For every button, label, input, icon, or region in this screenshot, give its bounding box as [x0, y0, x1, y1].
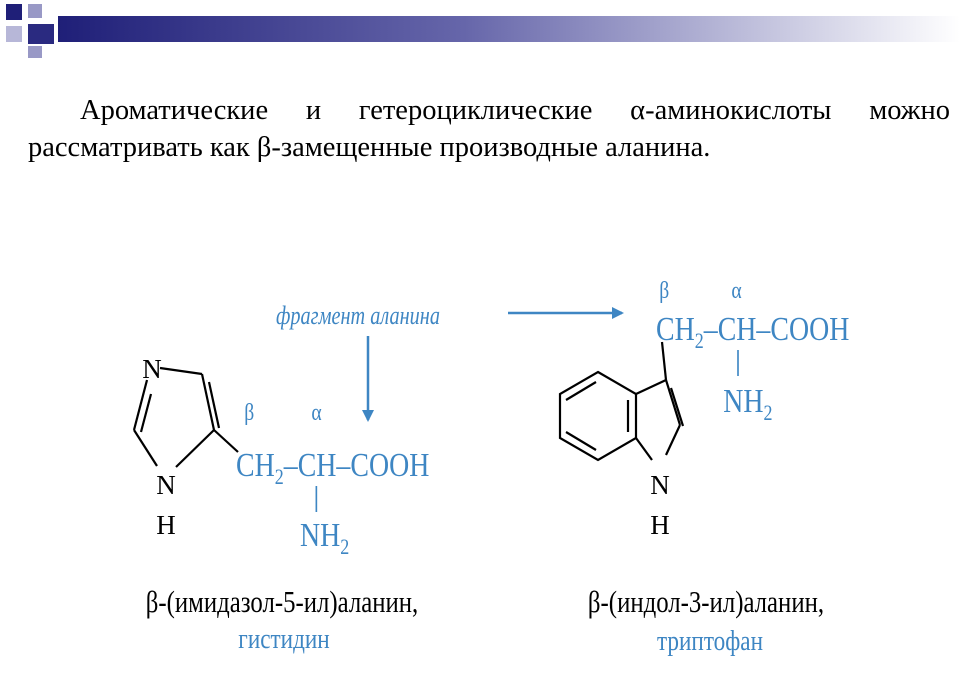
tryptophan-nh2-sub: 2 — [763, 401, 772, 425]
tryptophan-dash-1: – — [703, 309, 718, 347]
tryptophan-nh2: NH2 — [723, 381, 772, 425]
histidine-common-name: гистидин — [238, 623, 329, 655]
tryptophan-dash-2: – — [756, 309, 771, 347]
tryptophan-beta-label: β — [659, 276, 669, 303]
histidine-chain: CH2–CH–COOH — [236, 445, 429, 489]
tryptophan-alpha-label: α — [731, 276, 741, 303]
intro-paragraph: Ароматические и гетероциклические α-амин… — [28, 92, 950, 166]
histidine-nh2-text: NH — [300, 515, 340, 553]
histidine-ch2: CH — [236, 445, 275, 483]
histidine-ch2-sub: 2 — [275, 465, 284, 489]
histidine-nh2-sub: 2 — [340, 535, 349, 559]
tryptophan-chain: CH2–CH–COOH — [656, 309, 849, 353]
tryptophan-ch: CH — [718, 309, 757, 347]
fragment-label: фрагмент аланина — [276, 302, 440, 331]
paragraph-line-2: рассматривать как β-замещенные производн… — [28, 132, 711, 163]
histidine-nh2: NH2 — [300, 515, 349, 559]
tryptophan-ring-n: N — [650, 470, 670, 500]
histidine-alpha-label: α — [311, 398, 321, 425]
histidine-ring-h: H — [156, 510, 176, 540]
tryptophan-systematic-name: β-(индол-3-ил)аланин, — [588, 585, 824, 619]
histidine-ch: CH — [298, 445, 337, 483]
tryptophan-nh2-text: NH — [723, 381, 763, 419]
imidazole-ring — [132, 366, 239, 468]
histidine-systematic-name: β-(имидазол-5-ил)аланин, — [146, 585, 418, 619]
histidine-dash-2: – — [336, 445, 351, 483]
histidine-ring-n-top: N — [142, 354, 162, 384]
tryptophan-ch2-sub: 2 — [695, 329, 704, 353]
tryptophan-ch2: CH — [656, 309, 695, 347]
histidine-ring-n-bottom: N — [156, 470, 176, 500]
tryptophan-common-name: триптофан — [657, 625, 763, 657]
histidine-dash-1: – — [283, 445, 298, 483]
header-decoration — [6, 4, 960, 58]
indole-ring — [558, 341, 685, 462]
tryptophan-cooh: COOH — [770, 309, 849, 347]
histidine-cooh: COOH — [350, 445, 429, 483]
paragraph-line-1: Ароматические и гетероциклические α-амин… — [80, 95, 950, 126]
tryptophan-ring-h: H — [650, 510, 670, 540]
histidine-beta-label: β — [244, 398, 254, 425]
